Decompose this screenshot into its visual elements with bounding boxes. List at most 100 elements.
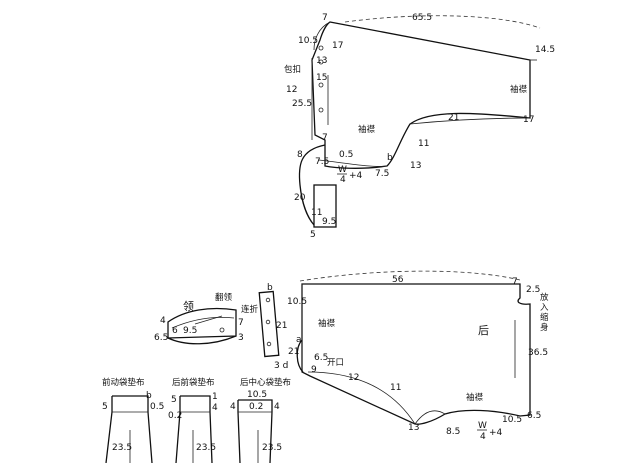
top-button-1 (318, 45, 324, 51)
top-w-den: 4 (340, 175, 346, 185)
strip-3-title: 后中心袋垫布 (240, 377, 291, 388)
strip-3: 后中心袋垫布 10.5 4 0.2 4 23.5 (230, 377, 291, 463)
back-sleeve-curve (414, 410, 446, 425)
back-front-opening (296, 339, 304, 373)
top-d-0-5: 0.5 (339, 150, 353, 160)
strip-1-b: b (146, 391, 152, 401)
top-baokou: 包扣 (284, 64, 301, 75)
top-d-13: 13 (316, 56, 327, 66)
back-d-2-5: 2.5 (526, 285, 540, 295)
back-w-num: W (478, 421, 487, 431)
top-d-21: 21 (448, 113, 459, 123)
top-d-11a: 11 (418, 139, 429, 149)
back-d-11: 11 (390, 383, 401, 393)
collar-d-6-5: 6.5 (154, 333, 168, 343)
back-d-8-5: 8.5 (446, 427, 460, 437)
strip-2: 后前袋垫布 5 1 0.2 4 23.5 (168, 377, 218, 463)
top-d-13b: 13 (410, 161, 421, 171)
back-plus4: +4 (489, 428, 503, 438)
back-fangrusf-3: 缩 (540, 312, 549, 323)
top-d-7: 7 (322, 13, 328, 23)
back-xiujing2: 袖襟 (466, 392, 484, 403)
top-dashed-arc (344, 15, 541, 29)
back-xiujing: 袖襟 (318, 318, 336, 329)
back-d-6-5c: 6.5 (527, 411, 541, 421)
top-pattern: 7 65.5 10.5 17 13 14.5 包扣 15 12 25.5 袖襟 … (284, 13, 555, 240)
back-d-56: 56 (392, 275, 404, 285)
strip-2-right2: 4 (212, 403, 218, 413)
back-d-9: 9 (311, 365, 317, 375)
tab-hole-2 (265, 319, 271, 325)
back-fangrusf-4: 身 (540, 322, 549, 333)
collar-fold-line (171, 316, 235, 329)
top-lower-bulge (298, 144, 326, 226)
strip-1-title: 前动袋垫布 (102, 377, 145, 388)
top-d-15: 15 (316, 73, 327, 83)
collar-lower (167, 335, 237, 345)
strip-1-right: 0.5 (150, 402, 164, 412)
back-d-6-5b: 6.5 (314, 353, 328, 363)
collar-outline (167, 307, 237, 339)
back-top-arc (299, 270, 521, 282)
top-d-12: 12 (286, 85, 297, 95)
tab-hole-1 (265, 297, 271, 303)
collar-lingzi: 领 (183, 300, 194, 313)
collar-d-3: 3 (238, 333, 244, 343)
collar-arrow (194, 315, 223, 325)
back-a-pt: a (296, 335, 302, 345)
top-plus4: +4 (349, 171, 363, 181)
collar-d-9-5: 9.5 (183, 326, 197, 336)
back-d-10-5b: 10.5 (502, 415, 522, 425)
strip-1: 前动袋垫布 5 0.5 b 23.5 (102, 377, 164, 463)
collar-d-6: 6 (172, 326, 178, 336)
top-d-17b: 17 (523, 115, 534, 125)
strip-3-left: 4 (230, 402, 236, 412)
top-d-7-5b: 7.5 (375, 169, 389, 179)
back-w-den: 4 (480, 432, 486, 442)
strip-1-len: 23.5 (112, 443, 132, 453)
top-b-pt: b (387, 153, 393, 163)
strip-3-mid: 0.2 (249, 402, 263, 412)
top-xiujing-r: 袖襟 (510, 84, 528, 95)
back-d-7: 7 (512, 277, 518, 287)
tab-b: b (267, 283, 273, 293)
top-d-17a: 17 (332, 41, 343, 51)
collar-mark (219, 327, 225, 333)
top-d-11b: 11 (311, 208, 322, 218)
collar-d-7: 7 (238, 318, 244, 328)
top-button-2 (318, 59, 324, 65)
top-xiujing-m: 袖襟 (358, 124, 376, 135)
top-d-7b: 7 (322, 133, 328, 143)
tab-3d: 3 d (274, 361, 288, 371)
top-d-7-5a: 7.5 (315, 157, 329, 167)
back-d-12: 12 (348, 373, 359, 383)
top-d-8: 8 (297, 150, 303, 160)
collar-lianze: 连折 (241, 304, 259, 315)
top-outline (311, 21, 531, 169)
top-d-25-5: 25.5 (292, 99, 312, 109)
strip-2-right: 1 (212, 392, 218, 402)
strip-1-left: 5 (102, 402, 108, 412)
back-d-13: 13 (408, 423, 419, 433)
back-fangrusf-1: 放 (540, 292, 549, 303)
collar-d-4: 4 (160, 316, 166, 326)
strip-3-top: 10.5 (247, 390, 267, 400)
back-hou: 后 (478, 324, 489, 337)
tab-d-21: 21 (276, 321, 287, 331)
strip-2-len: 23.5 (196, 443, 216, 453)
top-d-10-5: 10.5 (298, 36, 318, 46)
tab-outline (258, 290, 280, 358)
back-d-21b: 21 (288, 347, 299, 357)
back-lower-curve (307, 371, 416, 425)
top-d-9-5: 9.5 (322, 217, 336, 227)
back-kaikou: 开口 (327, 358, 344, 368)
strip-2-left: 5 (171, 395, 177, 405)
back-outline (301, 283, 531, 425)
top-collar-curve (313, 21, 331, 51)
back-fangrusf-2: 入 (540, 303, 549, 313)
collar-piece: 领 翻领 连折 4 6 9.5 7 6.5 3 (154, 292, 259, 345)
strip-2-left2: 0.2 (168, 411, 182, 421)
tab-piece: b 21 3 d (258, 283, 288, 371)
top-d-20: 20 (294, 193, 306, 203)
